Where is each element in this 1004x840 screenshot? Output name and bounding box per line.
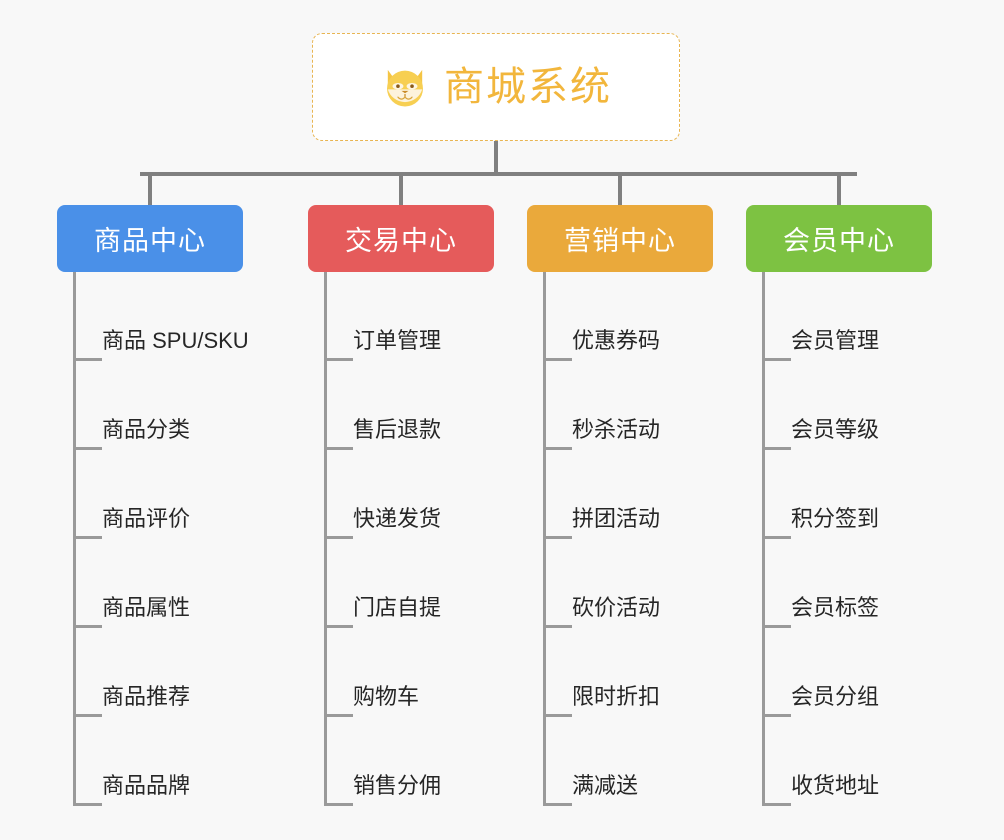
leaf-item[interactable]: 商品属性 — [73, 539, 190, 628]
leaf-item[interactable]: 售后退款 — [324, 361, 441, 450]
shiba-dog-icon — [380, 62, 430, 112]
leaf-item[interactable]: 拼团活动 — [543, 450, 660, 539]
category-label: 营销中心 — [564, 226, 676, 256]
leaf-label: 积分签到 — [791, 506, 880, 531]
leaf-label: 门店自提 — [353, 595, 442, 620]
leaf-label: 收货地址 — [791, 773, 880, 798]
leaf-label: 快递发货 — [353, 506, 442, 531]
category-box-4[interactable]: 会员中心 — [746, 205, 932, 272]
branch-3: 优惠券码秒杀活动拼团活动砍价活动限时折扣满减送 — [543, 272, 660, 806]
leaf-label: 拼团活动 — [572, 506, 661, 531]
leaf-item[interactable]: 会员分组 — [762, 628, 879, 717]
leaf-item[interactable]: 限时折扣 — [543, 628, 660, 717]
connector-drop-4 — [837, 172, 841, 205]
leaf-label: 商品 SPU/SKU — [102, 328, 249, 353]
connector-drop-3 — [618, 172, 622, 205]
leaf-item[interactable]: 秒杀活动 — [543, 361, 660, 450]
leaf-label: 砍价活动 — [572, 595, 661, 620]
leaf-item[interactable]: 优惠券码 — [543, 272, 660, 361]
connector-drop-2 — [399, 172, 403, 205]
leaf-item[interactable]: 购物车 — [324, 628, 419, 717]
leaf-label: 售后退款 — [353, 417, 442, 442]
leaf-item[interactable]: 门店自提 — [324, 539, 441, 628]
leaf-item[interactable]: 商品评价 — [73, 450, 190, 539]
category-label: 会员中心 — [783, 226, 895, 256]
leaf-label: 商品推荐 — [102, 684, 191, 709]
leaf-label: 购物车 — [353, 684, 420, 709]
category-box-1[interactable]: 商品中心 — [57, 205, 243, 272]
leaf-label: 商品属性 — [102, 595, 191, 620]
leaf-label: 会员等级 — [791, 417, 880, 442]
branch-spine — [543, 272, 546, 806]
leaf-item[interactable]: 商品品牌 — [73, 717, 190, 806]
branch-spine — [324, 272, 327, 806]
root-title: 商城系统 — [444, 65, 612, 109]
leaf-item[interactable]: 会员等级 — [762, 361, 879, 450]
branch-spine — [762, 272, 765, 806]
leaf-label: 会员标签 — [791, 595, 880, 620]
branch-2: 订单管理售后退款快递发货门店自提购物车销售分佣 — [324, 272, 441, 806]
leaf-label: 秒杀活动 — [572, 417, 661, 442]
leaf-label: 商品评价 — [102, 506, 191, 531]
branch-spine — [73, 272, 76, 806]
leaf-label: 商品分类 — [102, 417, 191, 442]
leaf-label: 会员管理 — [791, 328, 880, 353]
leaf-item[interactable]: 订单管理 — [324, 272, 441, 361]
leaf-item[interactable]: 砍价活动 — [543, 539, 660, 628]
leaf-label: 优惠券码 — [572, 328, 661, 353]
leaf-item[interactable]: 满减送 — [543, 717, 638, 806]
leaf-label: 订单管理 — [353, 328, 442, 353]
leaf-label: 商品品牌 — [102, 773, 191, 798]
category-label: 交易中心 — [345, 226, 457, 256]
leaf-label: 满减送 — [572, 773, 639, 798]
connector-horizontal-bus — [140, 172, 857, 176]
leaf-item[interactable]: 商品分类 — [73, 361, 190, 450]
leaf-item[interactable]: 商品推荐 — [73, 628, 190, 717]
connector-drop-1 — [148, 172, 152, 205]
branch-4: 会员管理会员等级积分签到会员标签会员分组收货地址 — [762, 272, 879, 806]
leaf-item[interactable]: 销售分佣 — [324, 717, 441, 806]
leaf-label: 会员分组 — [791, 684, 880, 709]
root-node[interactable]: 商城系统 — [312, 33, 680, 141]
leaf-item[interactable]: 积分签到 — [762, 450, 879, 539]
leaf-label: 限时折扣 — [572, 684, 661, 709]
category-label: 商品中心 — [94, 226, 206, 256]
category-box-3[interactable]: 营销中心 — [527, 205, 713, 272]
leaf-item[interactable]: 会员管理 — [762, 272, 879, 361]
leaf-item[interactable]: 快递发货 — [324, 450, 441, 539]
leaf-label: 销售分佣 — [353, 773, 442, 798]
branch-1: 商品 SPU/SKU 商品分类商品评价商品属性商品推荐商品品牌 — [73, 272, 249, 806]
leaf-item[interactable]: 会员标签 — [762, 539, 879, 628]
leaf-item[interactable]: 收货地址 — [762, 717, 879, 806]
category-box-2[interactable]: 交易中心 — [308, 205, 494, 272]
leaf-item[interactable]: 商品 SPU/SKU — [73, 272, 249, 361]
connector-root-stem — [494, 141, 498, 176]
